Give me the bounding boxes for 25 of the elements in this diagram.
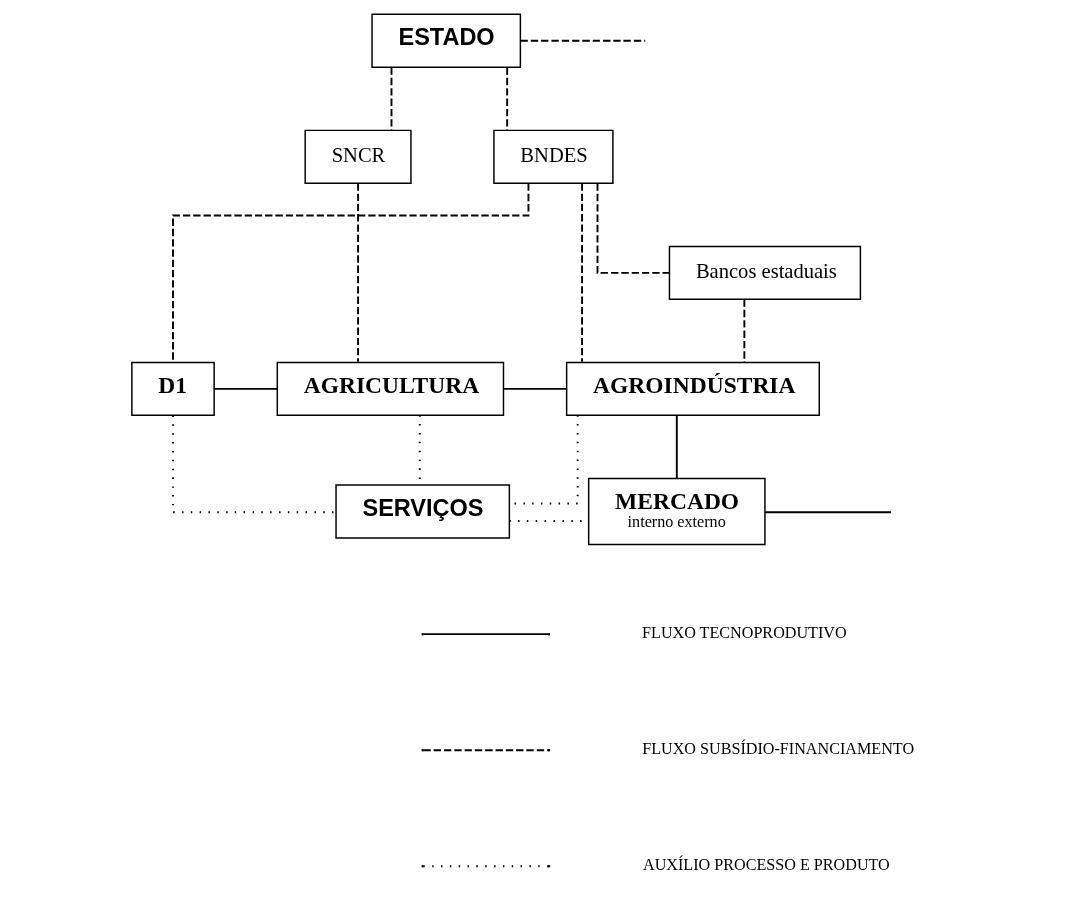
legend-label: FLUXO TECNOPRODUTIVO [641, 624, 847, 642]
node-box: MERCADO interno externo [587, 477, 766, 546]
connector [356, 182, 359, 363]
connector [596, 182, 670, 274]
connector [675, 414, 678, 480]
connector [505, 66, 508, 131]
connector [390, 66, 392, 131]
connector [171, 414, 336, 514]
connector [742, 298, 745, 364]
legend-label: FLUXO SUBSÍDIO-FINANCIAMENTO [641, 740, 914, 758]
node-box: BNDES [492, 129, 614, 184]
node-box: SERVIÇOS [334, 484, 510, 539]
connector [763, 511, 892, 514]
node-box: ESTADO [370, 13, 521, 68]
connector [580, 182, 583, 363]
legend-label: AUXÍLIO PROCESSO E PRODUTO [642, 856, 890, 874]
connector [171, 182, 529, 364]
node-box: AGROINDÚSTRIA [565, 361, 820, 417]
node-box: SNCR [303, 129, 412, 184]
connector [212, 387, 278, 390]
connector [519, 39, 646, 42]
node-box: AGRICULTURA [276, 361, 504, 417]
node-box: D1 [130, 361, 215, 417]
connector [502, 387, 568, 390]
node-box: Bancos estaduais [668, 245, 861, 300]
